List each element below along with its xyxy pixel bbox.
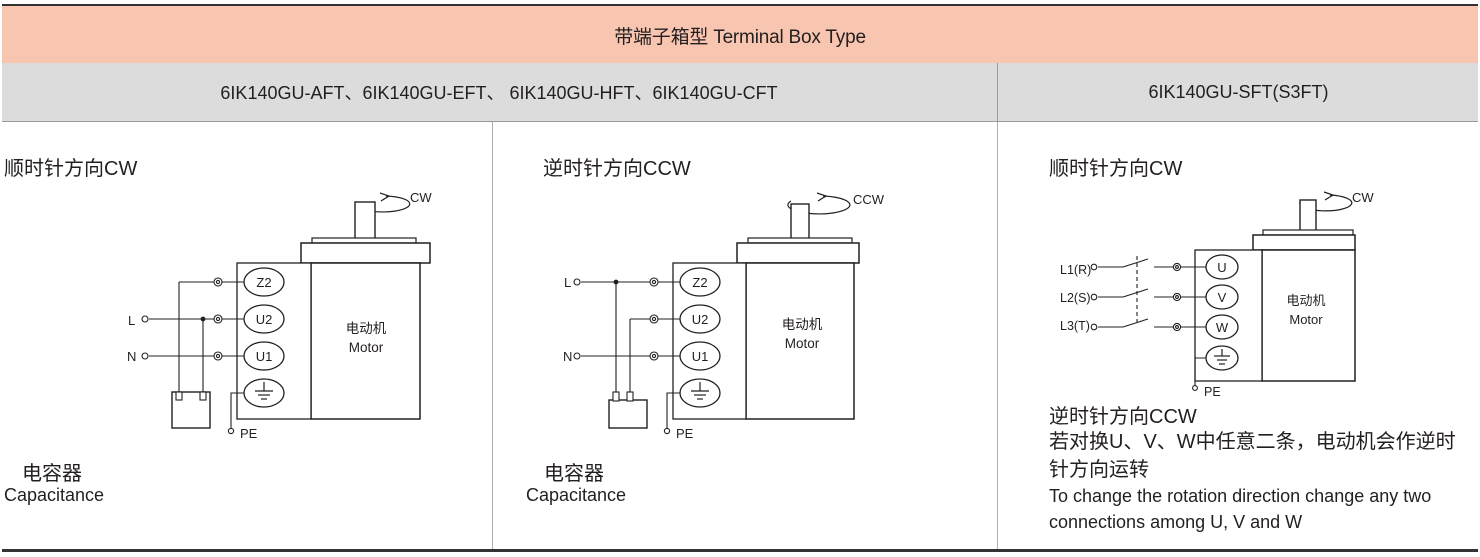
terminal-label: U1 (692, 349, 709, 364)
rotation-label: CCW (853, 192, 885, 207)
capacitor-icon (608, 391, 648, 429)
motor-label-cn: 电动机 (1286, 293, 1325, 308)
panel2-capacitor-cn: 电容器 (544, 463, 604, 485)
rotation-label: CW (1352, 190, 1374, 205)
line-label: N (127, 349, 136, 364)
rotation-label: CW (410, 190, 432, 205)
motor-shaft (1299, 199, 1317, 235)
line-label: L1(R) (1060, 263, 1091, 277)
line-label: L (564, 275, 571, 290)
terminal-label: Z2 (692, 275, 707, 290)
motor-body (1261, 249, 1356, 382)
panel1-capacitor-en: Capacitance (4, 485, 105, 505)
panel2-direction-label: 逆时针方向CCW (543, 158, 691, 180)
model-header-left: 6IK140GU-AFT、6IK140GU-EFT、 6IK140GU-HFT、… (220, 83, 778, 103)
ground-icon (1214, 349, 1230, 365)
motor-label-cn: 电动机 (346, 321, 387, 336)
terminal-label: V (1218, 290, 1227, 305)
motor-shaft (790, 203, 810, 241)
bottom-border (2, 549, 1478, 552)
panel3-ccw-note-en: To change the rotation direction change … (1049, 486, 1432, 532)
motor-label-cn: 电动机 (782, 317, 823, 332)
motor-label-en: Motor (349, 340, 384, 355)
terminal-label: U2 (256, 312, 273, 327)
line-label: L (128, 313, 135, 328)
line-label: N (563, 349, 572, 364)
pe-label: PE (676, 426, 694, 441)
panel3-ccw-title: 逆时针方向CCW (1049, 406, 1197, 428)
model-header-row: 6IK140GU-AFT、6IK140GU-EFT、 6IK140GU-HFT、… (2, 63, 1478, 122)
line-label: L3(T) (1060, 319, 1090, 333)
terminal-label: Z2 (256, 275, 271, 290)
motor-shaft (354, 201, 376, 241)
model-header-right: 6IK140GU-SFT(S3FT) (997, 63, 1479, 121)
capacitor-icon (171, 391, 211, 429)
panel2-wiring-diagram: CCW 电动机 Motor Z2 U2 U1 (563, 192, 885, 441)
panel1-direction-label: 顺时针方向CW (4, 158, 138, 180)
motor-label-en: Motor (785, 336, 820, 351)
terminal-label: W (1216, 320, 1229, 335)
panel3-wiring-diagram: CW 电动机 Motor U V W (1060, 190, 1374, 399)
ground-icon (691, 382, 709, 400)
terminal-label: U2 (692, 312, 709, 327)
pe-label: PE (1204, 385, 1221, 399)
panel3-ccw-note-cn: 若对换U、V、W中任意二条，电动机会作逆时针方向运转 (1049, 431, 1456, 481)
panel1-wiring-diagram: CW 电动机 Motor Z2 U2 U1 (127, 190, 432, 441)
motor-body (745, 262, 855, 420)
line-label: L2(S) (1060, 291, 1091, 305)
ground-icon (255, 382, 273, 400)
ccw-rotation-arrow-icon (787, 192, 851, 215)
column-divider (997, 122, 998, 550)
terminal-label: U1 (256, 349, 273, 364)
table-title-text: 带端子箱型 Terminal Box Type (614, 26, 866, 48)
pe-label: PE (240, 426, 258, 441)
table-title: 带端子箱型 Terminal Box Type (2, 4, 1478, 65)
terminal-label: U (1217, 260, 1226, 275)
panel2-capacitor-en: Capacitance (526, 485, 627, 505)
motor-body (310, 262, 421, 420)
column-divider (492, 122, 493, 550)
panel3-direction-label: 顺时针方向CW (1049, 158, 1183, 180)
panel1-capacitor-cn: 电容器 (22, 463, 82, 485)
motor-label-en: Motor (1289, 312, 1323, 327)
